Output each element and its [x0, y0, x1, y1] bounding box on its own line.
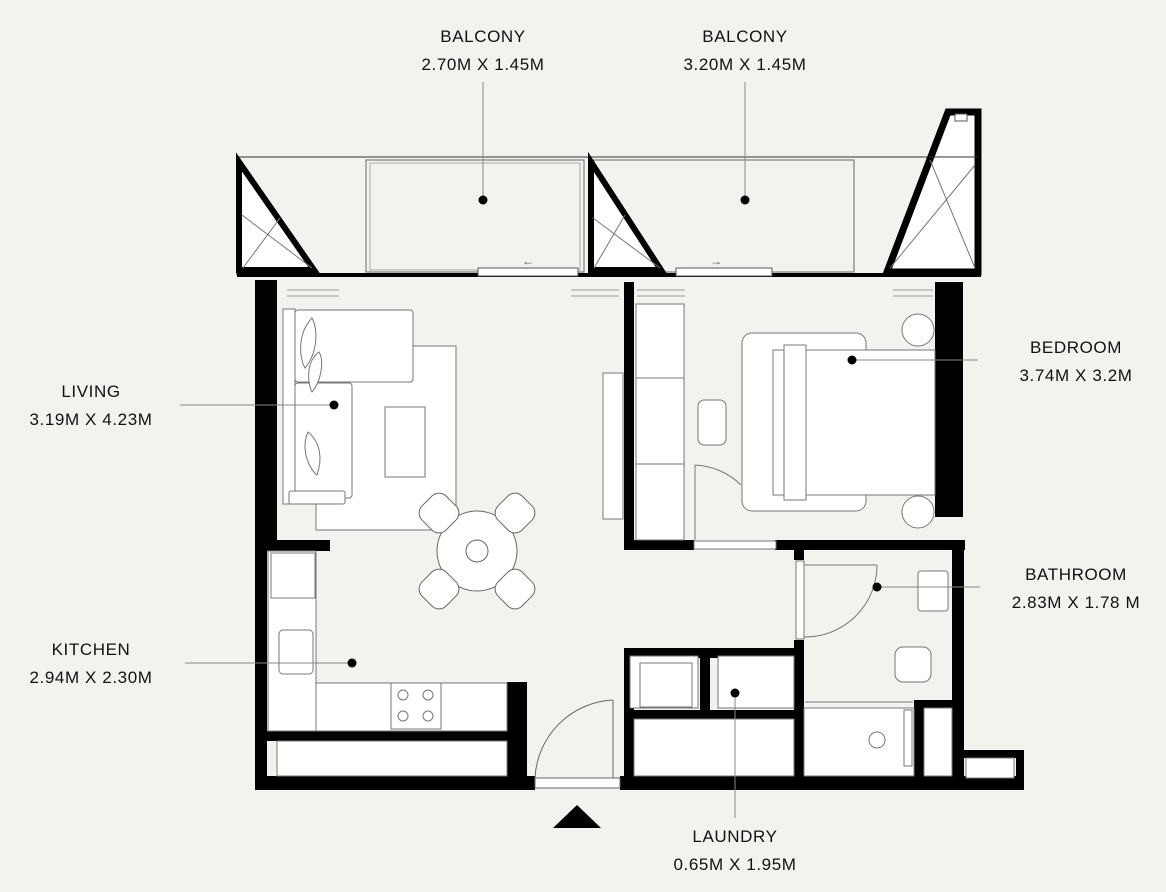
room-label-living: LIVING 3.19M X 4.23M — [0, 378, 182, 434]
room-name: BEDROOM — [1029, 338, 1123, 357]
leader-lines — [180, 82, 980, 818]
entrance-arrow-icon — [553, 805, 601, 828]
room-name: KITCHEN — [51, 640, 131, 659]
room-dimensions: 3.20M X 1.45M — [683, 55, 807, 74]
room-name: BATHROOM — [1025, 565, 1127, 584]
room-label-laundry: LAUNDRY 0.65M X 1.95M — [635, 823, 835, 879]
room-name: BALCONY — [440, 27, 526, 46]
structural-columns — [236, 108, 982, 276]
walls — [255, 280, 1024, 790]
room-label-balcony-1: BALCONY 2.70M X 1.45M — [383, 23, 583, 79]
sliding-arrow-right-icon: → — [710, 254, 722, 268]
room-markers — [329, 195, 882, 698]
room-name: LIVING — [61, 382, 121, 401]
room-dimensions: 2.83M X 1.78 M — [1011, 593, 1141, 612]
room-label-bathroom: BATHROOM 2.83M X 1.78 M — [986, 561, 1166, 617]
room-dimensions: 0.65M X 1.95M — [673, 855, 797, 874]
sliding-arrow-left-icon: ← — [522, 254, 534, 268]
room-label-kitchen: KITCHEN 2.94M X 2.30M — [0, 636, 182, 692]
room-label-bedroom: BEDROOM 3.74M X 3.2M — [986, 334, 1166, 390]
bedroom-furniture — [635, 303, 936, 550]
room-label-balcony-2: BALCONY 3.20M X 1.45M — [645, 23, 845, 79]
entry-door — [534, 699, 621, 789]
room-dimensions: 3.19M X 4.23M — [29, 410, 153, 429]
dining-table — [418, 492, 536, 610]
room-dimensions: 3.74M X 3.2M — [1019, 366, 1133, 385]
bathroom-fixtures — [629, 560, 949, 767]
room-dimensions: 2.70M X 1.45M — [421, 55, 545, 74]
ac-vents — [287, 289, 933, 297]
room-name: BALCONY — [702, 27, 788, 46]
room-name: LAUNDRY — [692, 827, 778, 846]
room-dimensions: 2.94M X 2.30M — [29, 668, 153, 687]
